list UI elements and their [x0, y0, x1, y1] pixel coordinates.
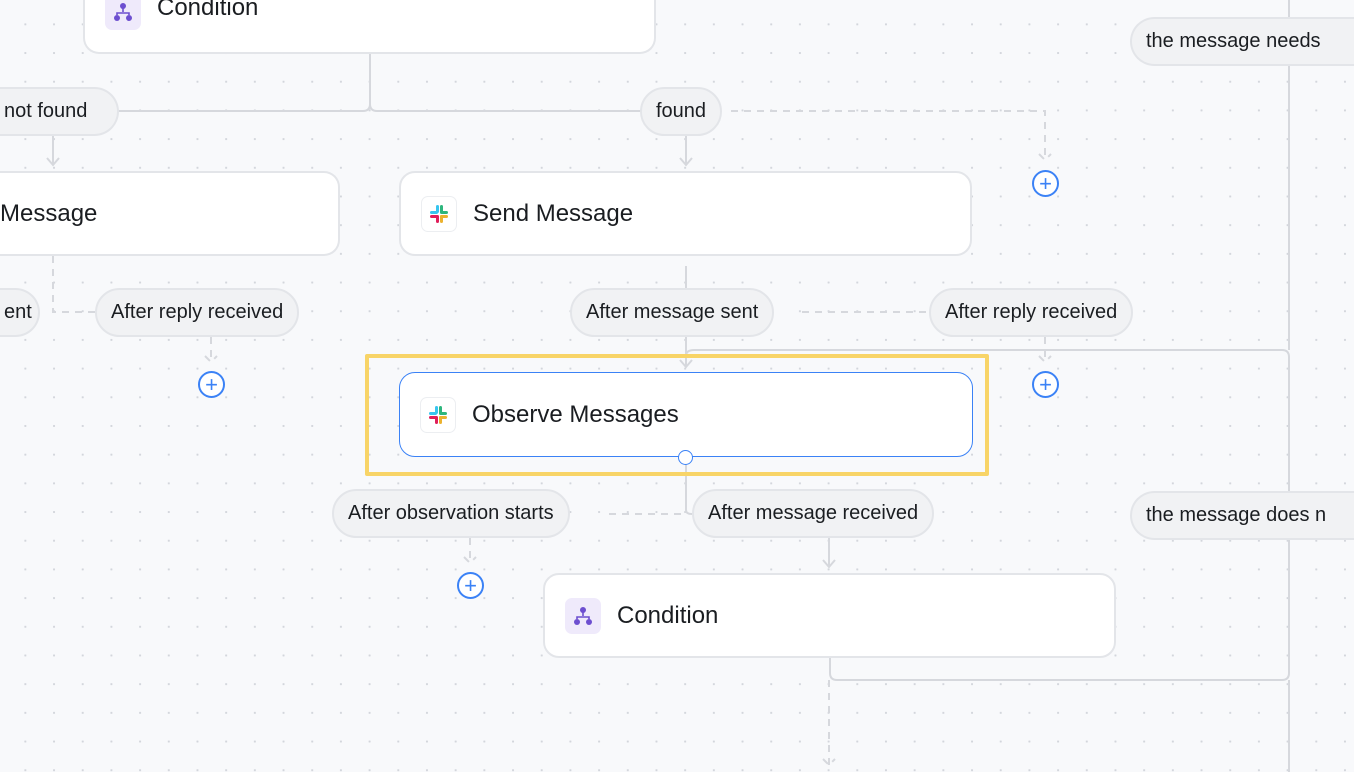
- slack-icon: [421, 195, 457, 232]
- branch-after-message-sent-left[interactable]: ent: [0, 288, 40, 337]
- condition-node-bottom[interactable]: Condition: [543, 573, 1116, 658]
- branch-found[interactable]: found: [640, 87, 723, 136]
- branch-after-observation-starts[interactable]: After observation starts: [332, 489, 570, 538]
- node-title: Condition: [157, 0, 259, 21]
- slack-icon: [420, 396, 456, 433]
- node-title: Observe Messages: [472, 400, 679, 428]
- message-node-left[interactable]: Message: [0, 171, 340, 256]
- branch-after-message-received[interactable]: After message received: [692, 489, 935, 538]
- node-title: Send Message: [473, 199, 634, 227]
- node-title: Condition: [617, 601, 719, 629]
- add-step-button[interactable]: +: [198, 371, 225, 398]
- add-step-button[interactable]: +: [1032, 170, 1059, 197]
- connection-handle[interactable]: [678, 450, 693, 465]
- condition-icon: [565, 597, 601, 634]
- condition-icon: [105, 0, 141, 30]
- branch-after-message-sent[interactable]: After message sent: [570, 288, 775, 337]
- condition-node-top[interactable]: Condition: [83, 0, 656, 54]
- branch-message-needs[interactable]: the message needs: [1130, 17, 1354, 66]
- add-step-button[interactable]: +: [457, 572, 484, 599]
- selection-highlight: [365, 354, 989, 476]
- branch-message-does-not[interactable]: the message does n: [1130, 491, 1354, 540]
- branch-not-found[interactable]: not found: [0, 87, 119, 136]
- send-message-node[interactable]: Send Message: [399, 171, 972, 256]
- branch-after-reply-received-left[interactable]: After reply received: [95, 288, 300, 337]
- add-step-button[interactable]: +: [1032, 371, 1059, 398]
- observe-messages-node[interactable]: Observe Messages: [399, 372, 973, 457]
- branch-after-reply-received[interactable]: After reply received: [929, 288, 1134, 337]
- node-title: Message: [0, 199, 98, 227]
